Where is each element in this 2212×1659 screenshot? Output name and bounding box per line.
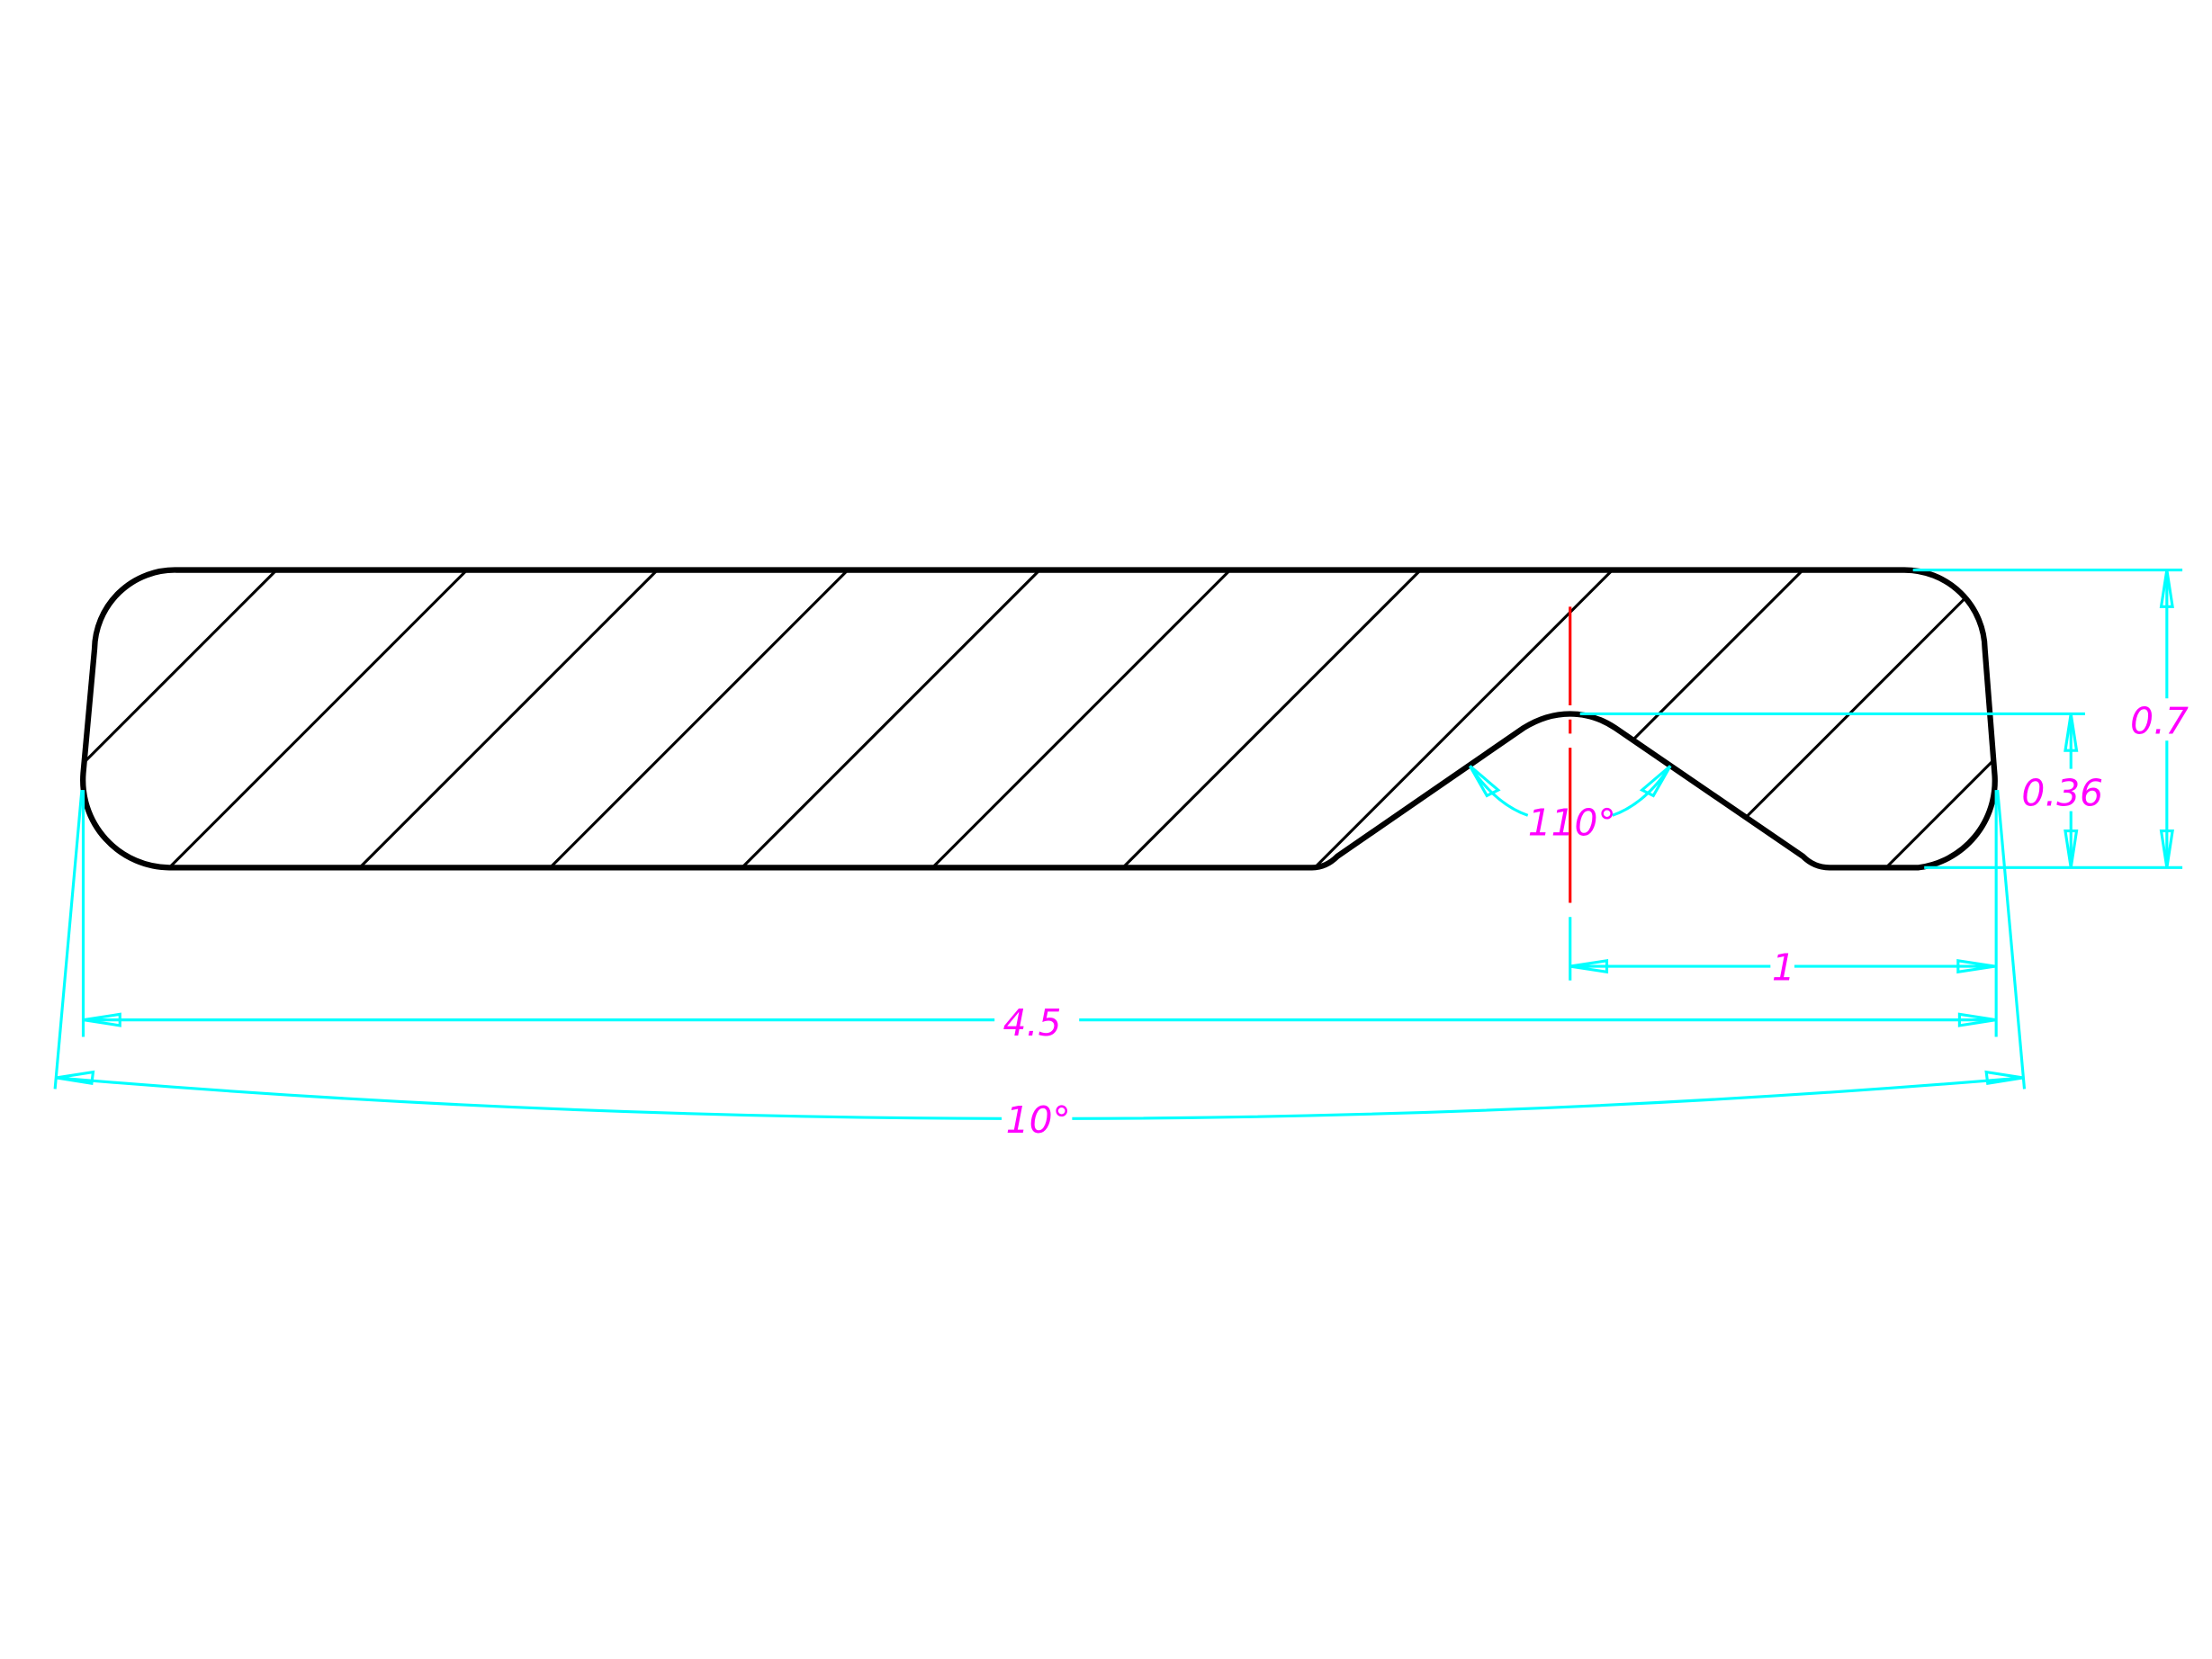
dimension-lines bbox=[53, 568, 2183, 1120]
dim-groove-depth: 0.36 bbox=[2021, 771, 2103, 814]
part-outline bbox=[80, 567, 1998, 871]
dim-groove-angle: 110° bbox=[1528, 801, 1616, 844]
section-hatch bbox=[83, 569, 1995, 868]
dim-groove-offset: 1 bbox=[1772, 946, 1795, 990]
dim-taper-angle: 10° bbox=[1006, 1099, 1071, 1142]
dim-width: 4.5 bbox=[1003, 1001, 1062, 1045]
dim-total-height: 0.7 bbox=[2130, 699, 2189, 742]
